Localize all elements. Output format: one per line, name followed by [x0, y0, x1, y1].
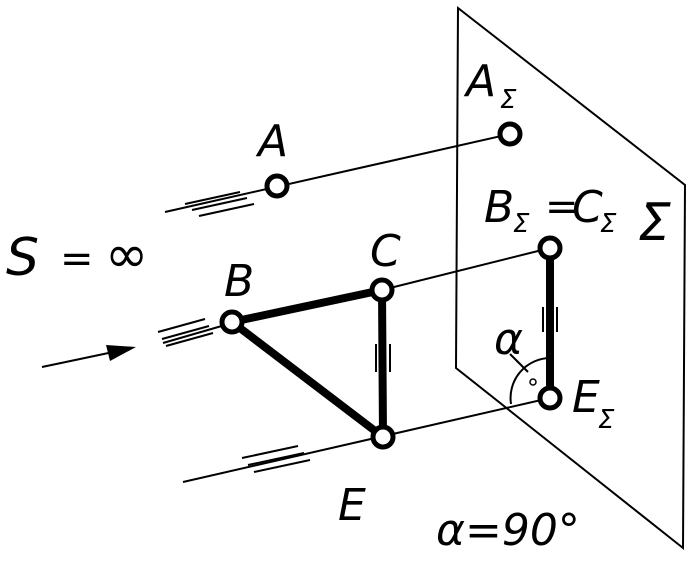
label-s-equals: = [60, 236, 94, 282]
label-plane-sigma: Σ [638, 193, 671, 253]
label-coincidence: = [545, 184, 579, 230]
projecting-ray-a [164, 133, 511, 213]
point-c [369, 277, 395, 303]
label-e: E [338, 480, 366, 531]
label-b: B [224, 256, 254, 307]
angle-leader [509, 353, 529, 373]
edge-be [228, 318, 387, 441]
label-c-projection-sub: Σ [600, 209, 617, 239]
label-a-projection-sub: Σ [500, 85, 517, 115]
label-alpha: α [494, 314, 523, 365]
projection-plane [454, 5, 687, 551]
projecting-ray-c [381, 247, 551, 291]
right-angle-arc [509, 357, 551, 405]
label-c-projection: C [572, 182, 603, 233]
parallel-mark-ce [375, 344, 391, 372]
hatch-marks-b [157, 318, 214, 347]
point-a-projection [497, 121, 523, 147]
label-e-projection-sub: Σ [598, 405, 615, 435]
point-bc-projection [537, 235, 563, 261]
label-infinity: ∞ [105, 225, 148, 285]
label-a: A [255, 116, 288, 167]
label-c: C [370, 226, 401, 277]
hatch-marks-a [184, 191, 255, 217]
edge-ce [378, 286, 387, 441]
point-e [370, 424, 396, 450]
right-angle-dot [529, 378, 537, 386]
projection-direction-arrow [41, 350, 119, 368]
point-a [264, 173, 290, 199]
point-e-projection [537, 385, 563, 411]
label-angle-value: α=90° [436, 505, 580, 556]
arrow-head [106, 345, 136, 361]
edge-bc [228, 286, 386, 326]
label-a-projection: A [463, 56, 496, 107]
point-b [219, 309, 245, 335]
projecting-ray-e [182, 397, 551, 483]
label-b-projection: B [484, 182, 514, 233]
parallel-mark-projection [542, 307, 558, 332]
label-b-projection-sub: Σ [513, 209, 530, 239]
hatch-marks-e [241, 445, 311, 473]
label-s: S [6, 228, 39, 288]
label-e-projection: E [572, 372, 600, 423]
